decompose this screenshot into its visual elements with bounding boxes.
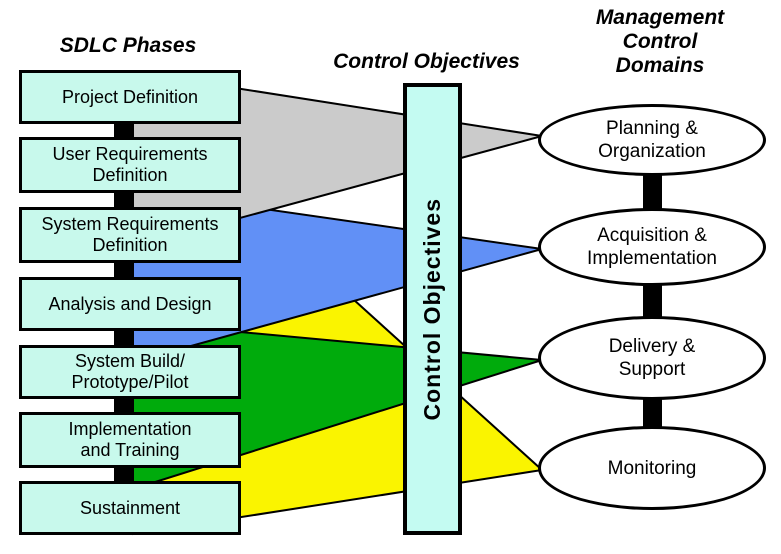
phase-box-system-requirements: System Requirements Definition xyxy=(19,207,241,263)
control-objectives-column-label: Control Objectives xyxy=(419,197,445,421)
phase-box-sustainment: Sustainment xyxy=(19,481,241,535)
control-objectives-title: Control Objectives xyxy=(333,50,520,73)
domain-connector-3 xyxy=(643,398,662,430)
domain-connector-2 xyxy=(643,284,662,320)
phase-connector-2 xyxy=(114,191,132,210)
phase-label: Sustainment xyxy=(79,497,181,518)
phase-box-project-definition: Project Definition xyxy=(19,70,241,124)
domain-ellipse-acquisition-implementation: Acquisition & Implementation xyxy=(538,208,766,286)
phase-label: Analysis and Design xyxy=(48,293,212,314)
phase-connector-6 xyxy=(114,466,132,484)
domain-label: Delivery & Support xyxy=(608,336,696,380)
domain-connector-1 xyxy=(643,172,662,212)
domain-label: Planning & Organization xyxy=(598,118,706,162)
phase-box-implementation-training: Implementation and Training xyxy=(19,412,241,468)
phase-box-user-requirements: User Requirements Definition xyxy=(19,137,241,193)
phase-connector-3 xyxy=(114,261,132,280)
phase-label: User Requirements Definition xyxy=(52,144,208,185)
phase-connector-4 xyxy=(114,329,132,348)
control-objectives-column: Control Objectives xyxy=(403,83,462,535)
domain-label: Monitoring xyxy=(607,457,697,479)
phase-box-analysis-design: Analysis and Design xyxy=(19,277,241,331)
sdlc-phases-title: SDLC Phases xyxy=(59,34,197,57)
phase-label: System Requirements Definition xyxy=(41,214,219,255)
phase-label: Implementation and Training xyxy=(68,419,192,460)
phase-label: System Build/ Prototype/Pilot xyxy=(71,351,189,392)
domain-label: Acquisition & Implementation xyxy=(587,225,717,269)
management-control-domains-title: Management Control Domains xyxy=(595,6,725,77)
phase-connector-1 xyxy=(114,122,132,140)
domain-ellipse-planning-organization: Planning & Organization xyxy=(538,104,766,176)
domain-ellipse-monitoring: Monitoring xyxy=(538,426,766,510)
phase-label: Project Definition xyxy=(61,86,199,107)
domain-ellipse-delivery-support: Delivery & Support xyxy=(538,316,766,400)
phase-box-system-build: System Build/ Prototype/Pilot xyxy=(19,345,241,399)
phase-connector-5 xyxy=(114,397,132,415)
